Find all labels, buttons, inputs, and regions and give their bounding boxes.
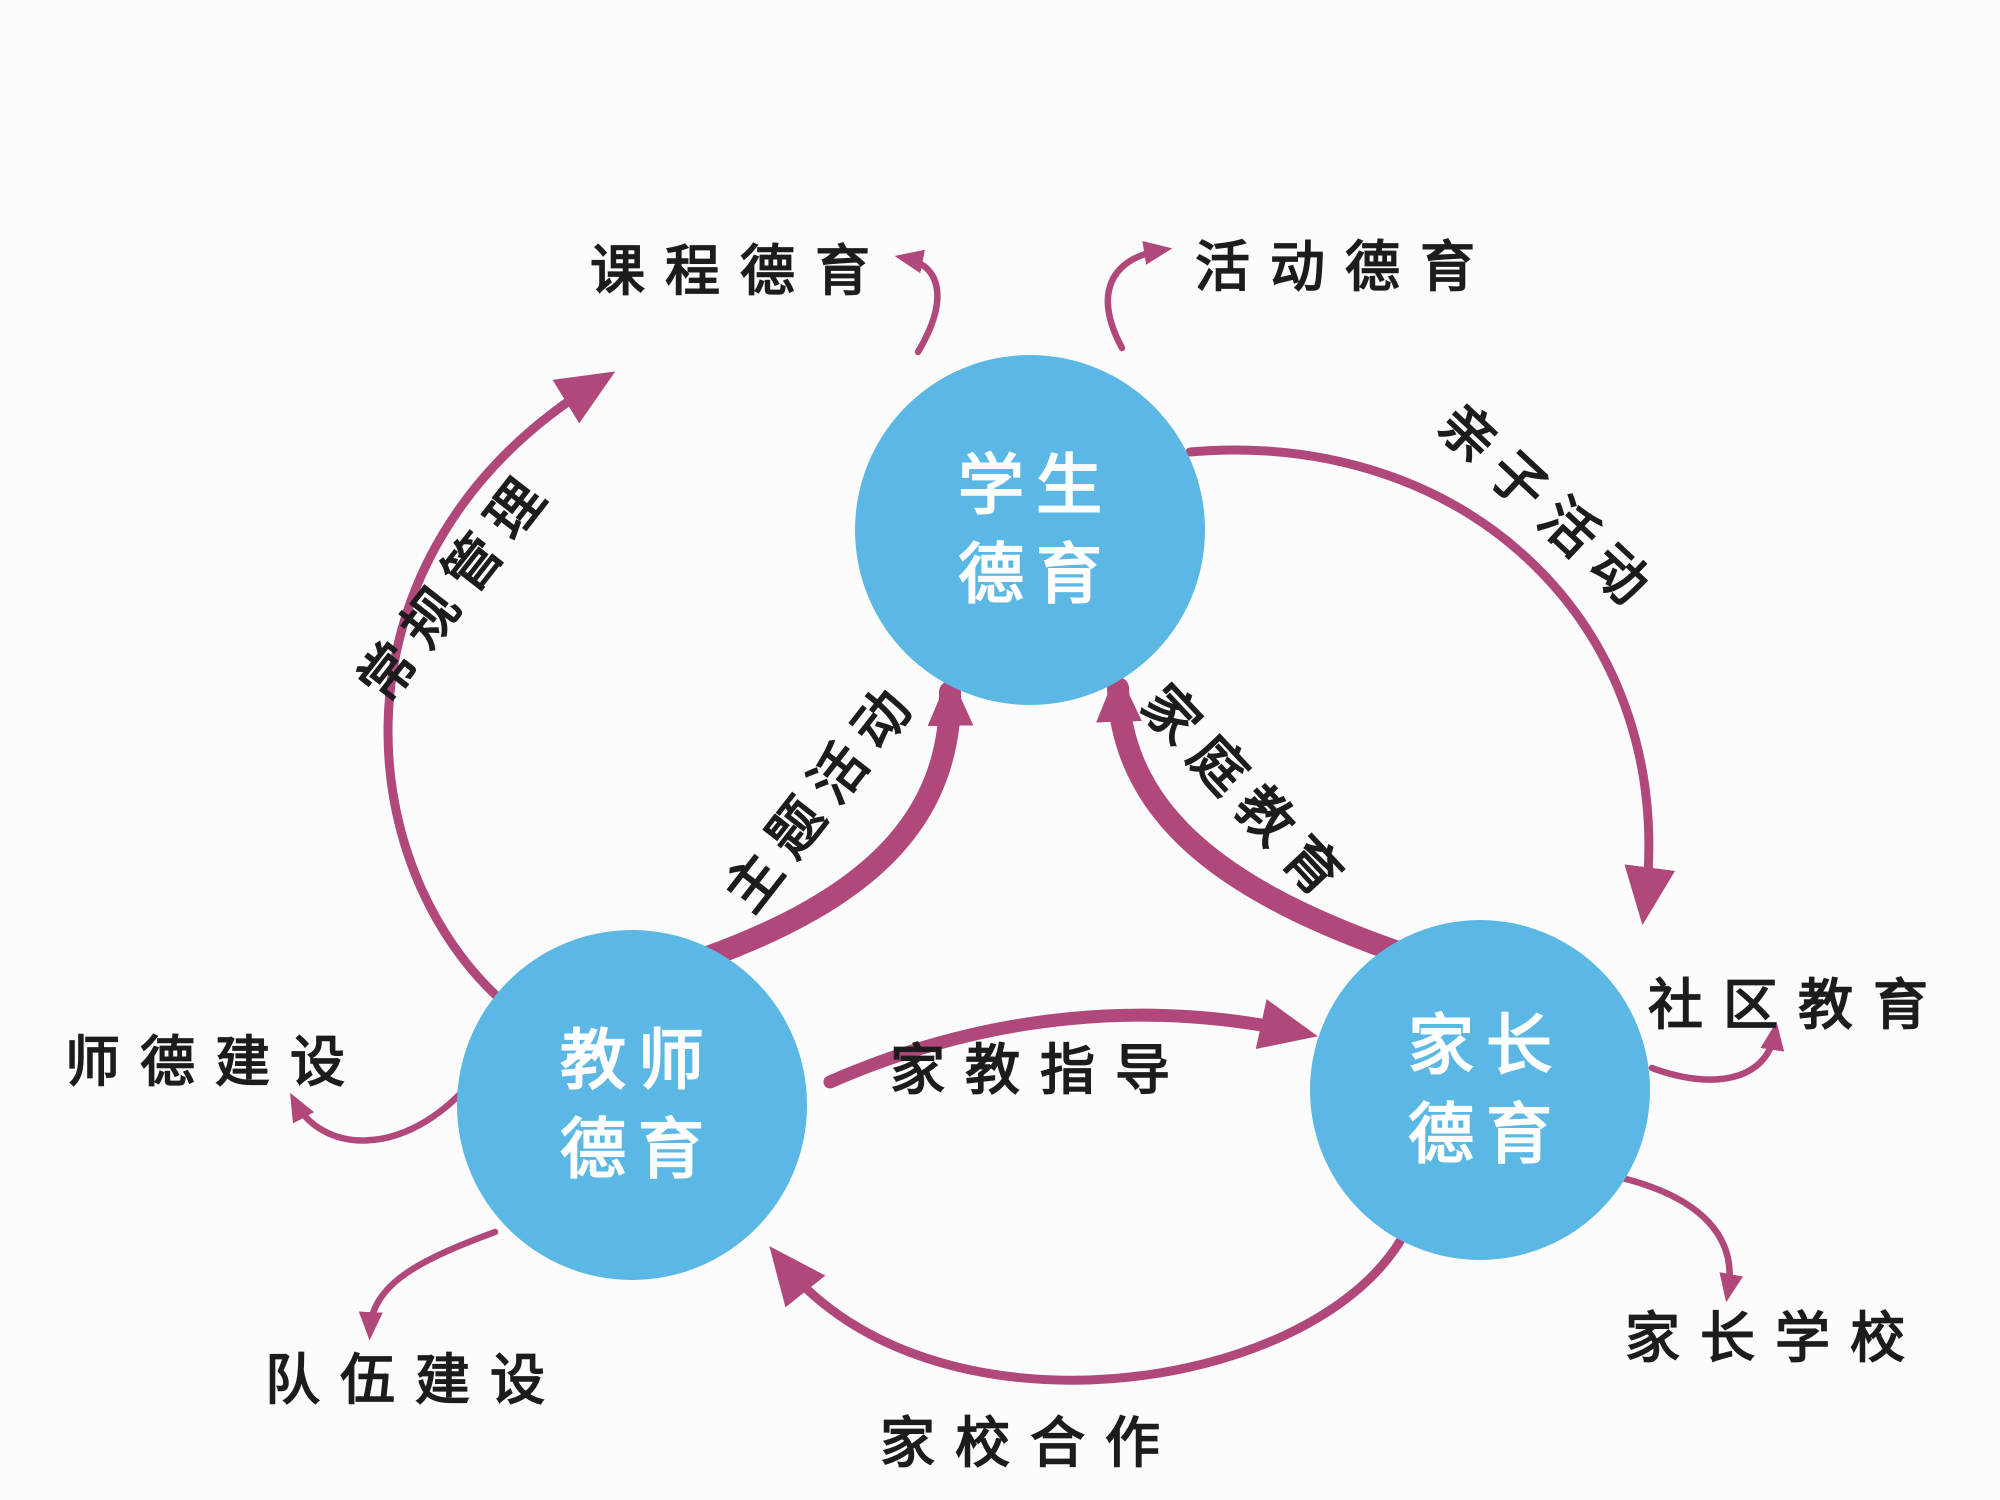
edge-routine-management-arrow — [383, 371, 616, 1017]
satellite-parent-school-arrow — [1618, 1174, 1744, 1303]
label-team-building: 队伍建设 — [264, 1350, 566, 1411]
label-home-tutoring-guidance: 家教指导 — [889, 1040, 1191, 1101]
node-teacher-moral-education: 教师 德育 — [457, 930, 807, 1280]
node-parent-label-line2: 德育 — [1408, 1097, 1564, 1171]
label-parent-school: 家长学校 — [1624, 1308, 1926, 1369]
satellite-curriculum-arrow — [894, 249, 941, 356]
satellite-activity-arrow — [1104, 241, 1173, 352]
edge-home-tutoring-guidance-arrow — [823, 999, 1318, 1089]
label-home-school-cooperation: 家校合作 — [879, 1413, 1181, 1474]
edge-home-school-cooperation-arrow — [769, 1233, 1407, 1385]
node-teacher-label-line2: 德育 — [560, 1112, 716, 1186]
edge-theme-activity-arrow — [694, 673, 974, 969]
label-activity-moral-education: 活动德育 — [1194, 237, 1496, 298]
label-community-education: 社区教育 — [1647, 975, 1949, 1036]
node-student-label-line2: 德育 — [958, 537, 1114, 611]
node-teacher-label-line1: 教师 — [560, 1022, 716, 1097]
node-student-moral-education: 学生 德育 — [855, 355, 1205, 705]
edge-parent-child-activity-arrow — [1185, 445, 1676, 926]
satellite-community-education-arrow — [1648, 1021, 1785, 1083]
satellite-teacher-ethics-arrow — [290, 1088, 466, 1144]
label-teacher-ethics: 师德建设 — [64, 1032, 366, 1093]
satellite-team-building-arrow — [358, 1228, 499, 1341]
edge-family-education-arrow — [1096, 669, 1409, 963]
label-curriculum-moral-education: 课程德育 — [589, 241, 891, 302]
node-parent-label-line1: 家长 — [1408, 1007, 1564, 1082]
node-student-label-line1: 学生 — [958, 447, 1114, 522]
node-parent-moral-education: 家长 德育 — [1310, 920, 1650, 1260]
